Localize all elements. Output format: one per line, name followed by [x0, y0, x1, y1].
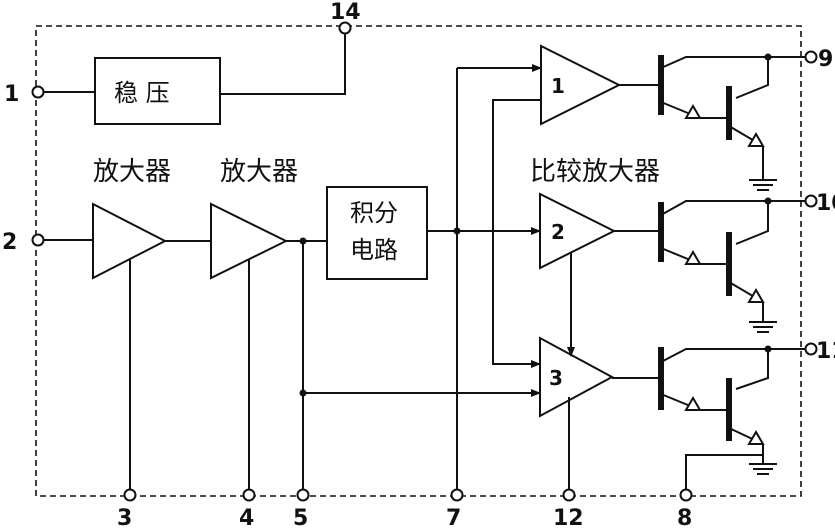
- pin-2-label: 2: [2, 230, 17, 255]
- pin-4-terminal: [242, 488, 256, 502]
- pin-14-terminal: [338, 21, 352, 35]
- darlington-2: [658, 200, 805, 333]
- pin-5-terminal: [296, 488, 310, 502]
- pin-2-terminal: [31, 233, 45, 247]
- pin-14-label: 14: [330, 0, 361, 25]
- amp2-label: 放大器: [220, 157, 298, 187]
- comparator-3-number: 3: [549, 366, 563, 390]
- ic-boundary: [35, 25, 802, 497]
- comparator-1-number: 1: [551, 74, 565, 98]
- comparator-1: [540, 44, 622, 126]
- pin-7-terminal: [450, 488, 464, 502]
- comparator-2: [539, 192, 617, 270]
- pin-4-label: 4: [239, 506, 254, 530]
- pin-1-terminal: [31, 85, 45, 99]
- comparator-2-number: 2: [551, 220, 565, 244]
- pin-9-label: 9: [818, 47, 833, 72]
- integrator-label-line2: 电路: [350, 236, 398, 264]
- pin-12-terminal: [562, 488, 576, 502]
- pin-12-label: 12: [553, 506, 584, 530]
- darlington-1: [658, 55, 805, 191]
- pin-8-terminal: [679, 488, 693, 502]
- comparators-label: 比较放大器: [530, 157, 660, 187]
- pin-3-terminal: [123, 488, 137, 502]
- pin-9-terminal: [804, 50, 818, 64]
- pin-3-label: 3: [117, 506, 132, 530]
- junction-dots: [299, 53, 772, 397]
- amp1-label: 放大器: [93, 157, 171, 187]
- darlington-3: [658, 347, 805, 489]
- integrator-block: [326, 186, 428, 280]
- pin-1-label: 1: [4, 82, 19, 107]
- pin-10-terminal: [804, 194, 818, 208]
- integrator-label-line1: 积分: [350, 199, 398, 227]
- regulator-label: 稳 压: [114, 79, 170, 107]
- wire-pin14: [220, 34, 346, 95]
- pin-11-terminal: [804, 342, 818, 356]
- pin-5-label: 5: [293, 506, 308, 530]
- wire-feedback: [492, 99, 541, 368]
- pin-11-label: 11: [816, 339, 835, 364]
- regulator-block: [94, 57, 221, 125]
- pin-10-label: 10: [816, 191, 835, 216]
- pin-8-label: 8: [677, 506, 692, 530]
- pin-7-label: 7: [446, 506, 461, 530]
- comparator-3: [539, 336, 615, 418]
